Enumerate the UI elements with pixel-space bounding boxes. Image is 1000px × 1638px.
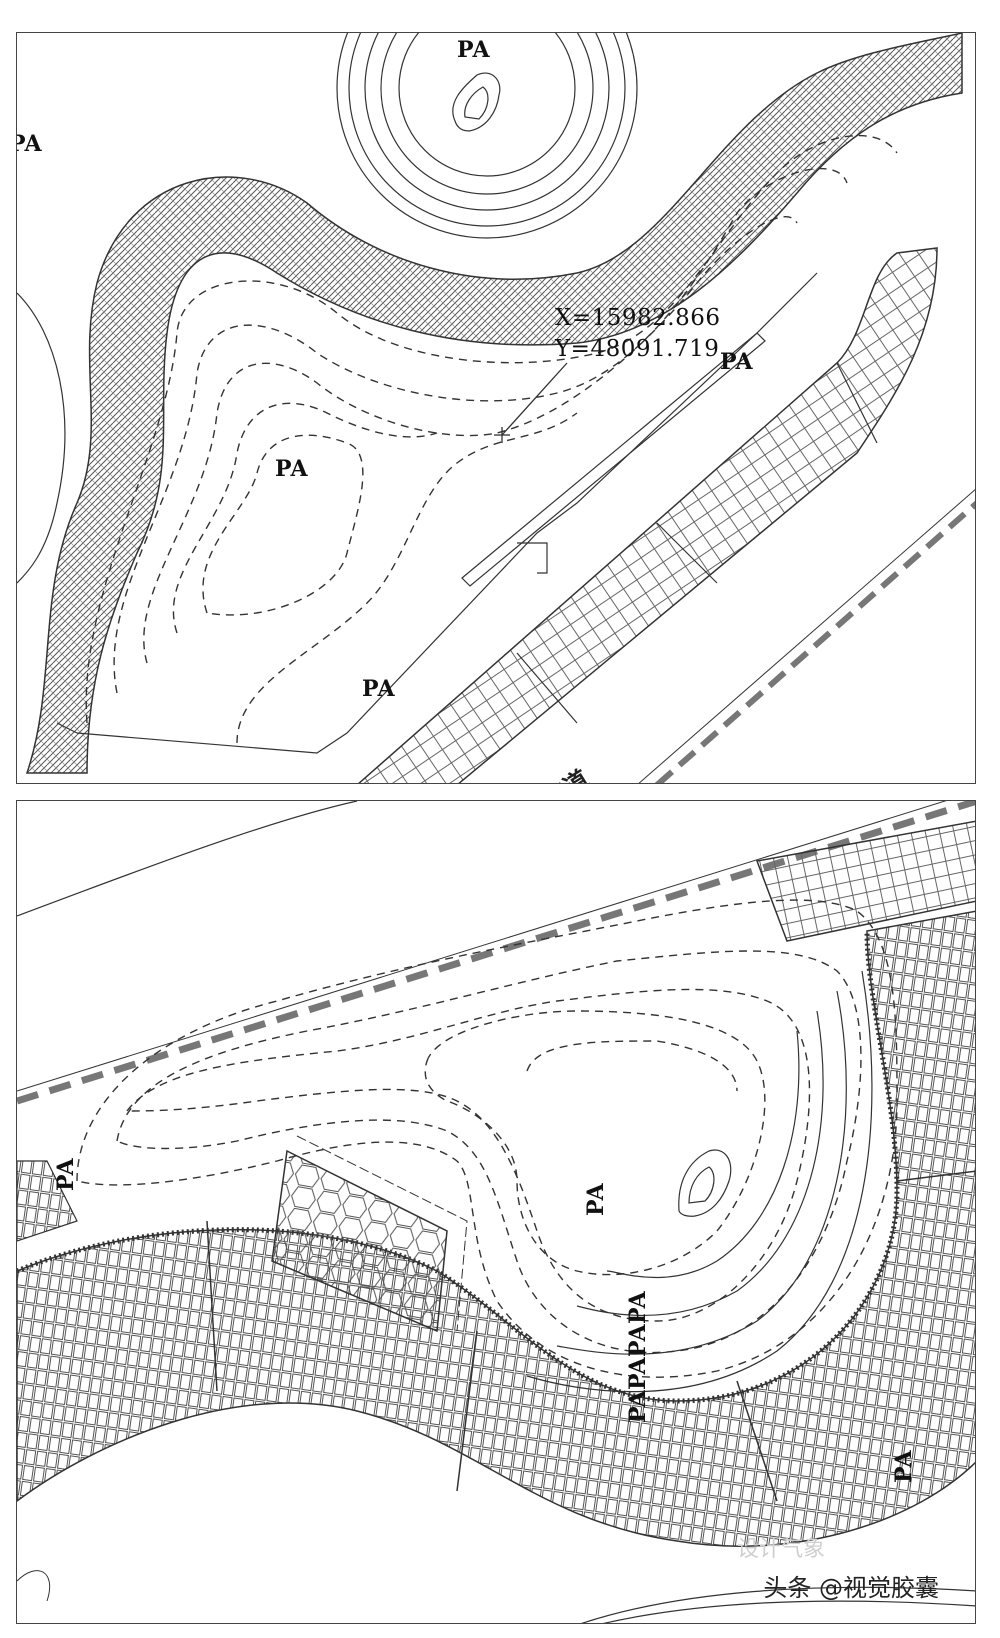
plan-drawing-bottom — [17, 801, 975, 1623]
boundary-curve — [17, 801, 358, 917]
coordinate-x: X=15982.866 — [555, 305, 721, 331]
label-pa-right-bottom: PA — [891, 1449, 917, 1483]
plan-panel-top: PA PA PA PA PA X=15982.866 Y=48091.719 车… — [16, 32, 976, 784]
contour-lines-top — [85, 134, 898, 744]
bench-strip — [461, 332, 766, 587]
label-pa-top: PA — [457, 37, 491, 63]
amphitheatre-steps — [526, 970, 873, 1393]
plan-panel-bottom: PA PA PAPAPAPA PA 设计气象 头条 @视觉胶囊 — [16, 800, 976, 1624]
grid-paved-box — [755, 820, 975, 942]
coordinate-y: Y=48091.719 — [555, 336, 720, 363]
brick-paved-band — [17, 910, 975, 1547]
plan-drawing-top — [17, 33, 975, 783]
label-pa-center-bottom: PA — [583, 1182, 609, 1216]
road-centerline-top — [655, 500, 975, 783]
contour-lines-bottom — [76, 899, 898, 1378]
round-plaza — [336, 33, 638, 239]
left-paved-wedge — [17, 1160, 78, 1242]
label-pa-left-edge: PA — [17, 131, 43, 157]
hex-paved-plaza — [271, 1149, 448, 1333]
left-circle-edge — [17, 292, 66, 584]
lawn-outline-top — [76, 272, 818, 754]
coordinate-readout: X=15982.866 Y=48091.719 — [555, 303, 721, 365]
grid-paved-strip — [358, 247, 938, 783]
label-pa-left: PA — [53, 1157, 79, 1191]
label-pa-stack: PAPAPAPA — [625, 1290, 651, 1423]
watermark-faint: 设计气象 — [736, 1537, 825, 1562]
label-pa-center: PA — [275, 456, 309, 482]
survey-point-marker — [494, 362, 568, 443]
watermark: 头条 @视觉胶囊 — [763, 1574, 939, 1602]
label-pa-right: PA — [720, 349, 754, 375]
road-centerline-bottom — [17, 801, 975, 1105]
lower-boundary-curve — [581, 1586, 975, 1623]
rock-feature-bottom — [678, 1149, 732, 1217]
rock-feature — [452, 72, 501, 132]
paved-walkway-top — [25, 33, 963, 774]
label-pa-bottom: PA — [362, 676, 396, 702]
